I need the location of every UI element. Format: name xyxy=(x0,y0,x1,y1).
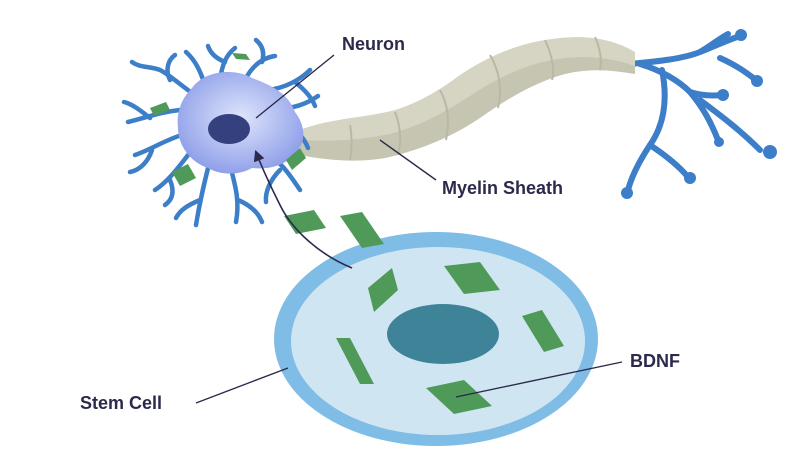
bdnf-particles xyxy=(150,53,564,414)
bdnf-leader-line xyxy=(455,361,623,398)
myelin-sheath-label: Myelin Sheath xyxy=(442,178,563,198)
myelin-sheath xyxy=(300,36,635,161)
bdnf-particle xyxy=(444,262,500,294)
axon-terminal-knobs xyxy=(621,29,777,199)
neuron-nucleus xyxy=(208,114,250,144)
axon-terminals xyxy=(617,31,763,193)
bdnf-particle xyxy=(368,268,398,312)
bdnf-particle xyxy=(232,53,250,60)
bdnf-particle xyxy=(150,102,170,116)
stem-cell-nucleus xyxy=(387,304,499,364)
myelin-leader-line xyxy=(379,139,437,181)
bdnf-particle xyxy=(286,148,306,170)
bdnf-particle xyxy=(340,212,384,248)
neuron-leader-line xyxy=(255,54,335,119)
bdnf-particle xyxy=(522,310,564,352)
stem-cell-leader-line xyxy=(195,367,289,404)
bdnf-particle xyxy=(336,338,374,384)
neuron-label: Neuron xyxy=(342,34,405,54)
bdnf-particle xyxy=(172,164,196,186)
stem-cell-label: Stem Cell xyxy=(80,393,162,413)
curved-arrow-icon xyxy=(253,149,353,269)
bdnf-label: BDNF xyxy=(630,351,680,371)
